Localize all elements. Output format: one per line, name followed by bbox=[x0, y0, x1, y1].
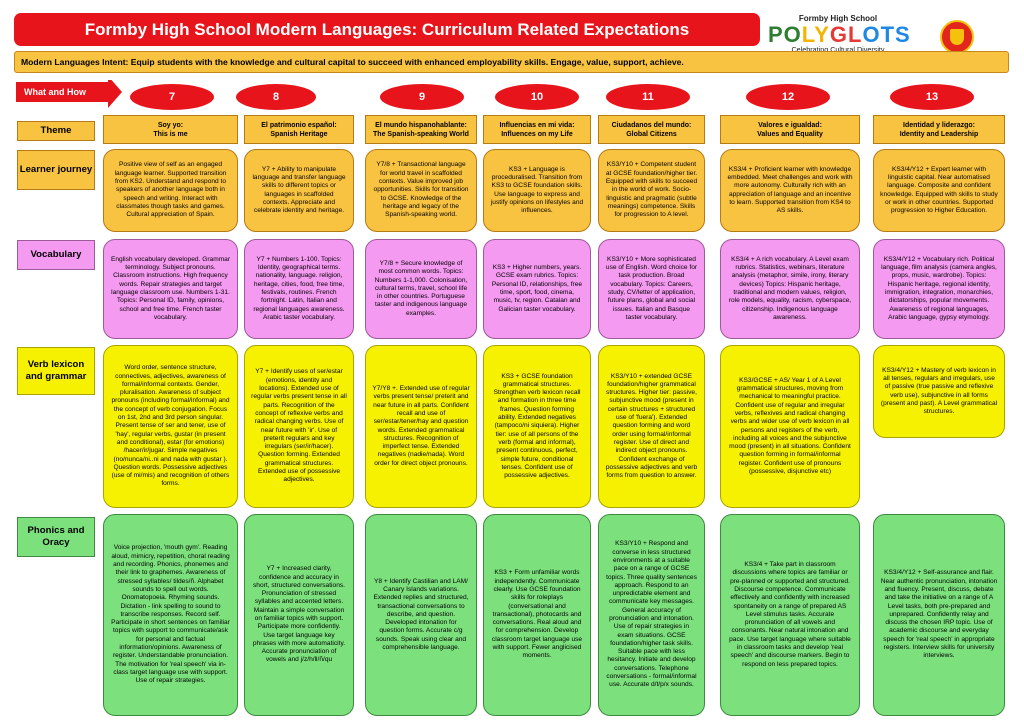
year-pill-13: 13 bbox=[890, 84, 974, 110]
row-label-theme: Theme bbox=[17, 121, 95, 141]
grammar-year-13: KS3/4/Y12 + Mastery of verb lexicon in a… bbox=[873, 345, 1005, 438]
year-pill-12: 12 bbox=[746, 84, 830, 110]
theme-year-13: Identidad y liderazgo: Identity and Lead… bbox=[873, 115, 1005, 144]
year-pill-11: 11 bbox=[606, 84, 690, 110]
page-title: Formby High School Modern Languages: Cur… bbox=[14, 13, 760, 46]
vocabulary-year-7: English vocabulary developed. Grammar te… bbox=[103, 239, 238, 339]
phonics-year-10: KS3 + Form unfamiliar words independentl… bbox=[483, 514, 591, 716]
row-label-learner-journey: Learner journey bbox=[17, 150, 95, 190]
phonics-year-9: Y8 + Identify Castilian and LAM/ Canary … bbox=[365, 514, 477, 716]
grammar-year-8: Y7 + Identify uses of ser/estar (emotion… bbox=[244, 345, 354, 508]
grammar-year-12: KS3/GCSE + AS/ Year 1 of A Level grammat… bbox=[720, 345, 860, 508]
vocabulary-year-9: Y7/8 + Secure knowledge of most common w… bbox=[365, 239, 477, 339]
year-pill-9: 9 bbox=[380, 84, 464, 110]
what-and-how-label: What and How bbox=[24, 87, 86, 97]
row-label-verb-grammar: Verb lexicon and grammar bbox=[17, 347, 95, 395]
vocabulary-year-11: KS3/Y10 + More sophisticated use of Engl… bbox=[598, 239, 705, 339]
theme-year-8: El patrimonio español: Spanish Heritage bbox=[244, 115, 354, 144]
school-crest-icon bbox=[940, 20, 974, 54]
phonics-year-13: KS3/4/Y12 + Self-assurance and flair. Ne… bbox=[873, 514, 1005, 716]
theme-year-7: Soy yo: This is me bbox=[103, 115, 238, 144]
learner-journey-year-13: KS3/4/Y12 + Expert learner with linguist… bbox=[873, 149, 1005, 232]
grammar-year-7: Word order, sentence structure, connecti… bbox=[103, 345, 238, 508]
logo-tagline: Celebrating Cultural Diversity bbox=[791, 45, 885, 54]
phonics-year-12: KS3/4 + Take part in classroom discussio… bbox=[720, 514, 860, 716]
intent-statement: Modern Languages Intent: Equip students … bbox=[14, 51, 1009, 73]
theme-year-11: Ciudadanos del mundo: Global Citizens bbox=[598, 115, 705, 144]
vocabulary-year-12: KS3/4 + A rich vocabulary. A Level exam … bbox=[720, 239, 860, 339]
phonics-year-7: Voice projection, 'mouth gym'. Reading a… bbox=[103, 514, 238, 716]
learner-journey-year-9: Y7/8 + Transactional language for world … bbox=[365, 149, 477, 232]
row-label-phonics-oracy: Phonics and Oracy bbox=[17, 517, 95, 557]
learner-journey-year-12: KS3/4 + Proficient learner with knowledg… bbox=[720, 149, 860, 232]
theme-year-9: El mundo hispanohablante: The Spanish-sp… bbox=[365, 115, 477, 144]
year-pill-10: 10 bbox=[495, 84, 579, 110]
learner-journey-year-8: Y7 + Ability to manipulate language and … bbox=[244, 149, 354, 232]
row-label-vocabulary: Vocabulary bbox=[17, 240, 95, 270]
logo-school-name: Formby High School bbox=[798, 14, 878, 23]
grammar-year-9: Y7/Y8 +. Extended use of regular verbs p… bbox=[365, 345, 477, 508]
phonics-year-8: Y7 + Increased clarity, confidence and a… bbox=[244, 514, 354, 716]
learner-journey-year-7: Positive view of self as an engaged lang… bbox=[103, 149, 238, 232]
phonics-year-11: KS3/Y10 + Respond and converse in less s… bbox=[598, 514, 705, 716]
year-pill-7: 7 bbox=[130, 84, 214, 110]
theme-year-12: Valores e igualdad: Values and Equality bbox=[720, 115, 860, 144]
polyglots-logo: Formby High School POLYGLOTS Celebrating… bbox=[768, 14, 911, 54]
arrow-icon bbox=[16, 80, 122, 108]
year-pill-8: 8 bbox=[236, 84, 316, 110]
grammar-year-11: KS3/Y10 + extended GCSE foundation/highe… bbox=[598, 345, 705, 508]
learner-journey-year-10: KS3 + Language is proceduralised. Transi… bbox=[483, 149, 591, 232]
theme-year-10: Influencias en mi vida: Influences on my… bbox=[483, 115, 591, 144]
logo-wordmark: POLYGLOTS bbox=[768, 22, 911, 47]
vocabulary-year-10: KS3 + Higher numbers, years. GCSE exam r… bbox=[483, 239, 591, 339]
vocabulary-year-8: Y7 + Numbers 1-100. Topics: Identity, ge… bbox=[244, 239, 354, 339]
grammar-year-10: KS3 + GCSE foundation grammatical struct… bbox=[483, 345, 591, 508]
vocabulary-year-13: KS3/4/Y12 + Vocabulary rich. Political l… bbox=[873, 239, 1005, 339]
learner-journey-year-11: KS3/Y10 + Competent student at GCSE foun… bbox=[598, 149, 705, 232]
